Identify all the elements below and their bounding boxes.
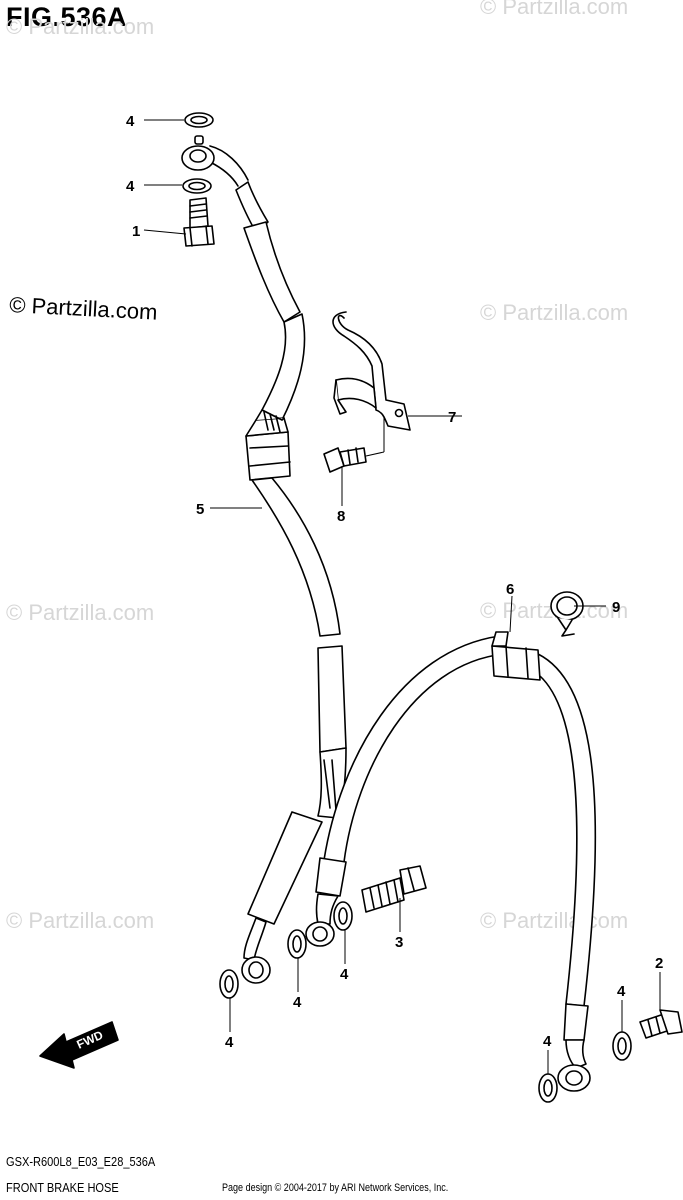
callout-4: 4: [293, 994, 302, 1011]
top-banjo-fitting: [181, 135, 215, 171]
washer-lower-4: [538, 1073, 558, 1103]
figure-title: FIG.536A: [6, 2, 128, 32]
watermark: © Partzilla.com: [480, 0, 629, 19]
top-washer-upper: [184, 112, 214, 128]
callout-3: 3: [395, 934, 403, 951]
callout-9: 9: [612, 599, 620, 616]
callout-4: 4: [126, 113, 135, 130]
lower-brake-hose: [305, 631, 597, 1092]
figure-name: FRONT BRAKE HOSE: [6, 1180, 119, 1195]
top-washer-lower: [182, 178, 212, 194]
callout-4: 4: [340, 966, 349, 983]
washer-lower-3: [333, 901, 353, 931]
watermark: © Partzilla.com: [6, 908, 155, 933]
callout-7: 7: [448, 409, 456, 426]
hose-bracket: [332, 311, 411, 431]
callout-4: 4: [225, 1034, 234, 1051]
watermark: © Partzilla.com: [6, 14, 155, 39]
callout-4: 4: [126, 178, 135, 195]
leader-lines: [143, 119, 661, 1074]
union-bolt-3: [361, 865, 427, 913]
callout-1: 1: [132, 223, 140, 240]
fwd-arrow-icon: [39, 1021, 119, 1069]
washer-lower-5: [612, 1031, 632, 1061]
callout-4: 4: [617, 983, 626, 1000]
washer-lower-2: [287, 929, 307, 959]
callout-5: 5: [196, 501, 204, 518]
callout-8: 8: [337, 508, 345, 525]
watermark: © Partzilla.com: [6, 600, 155, 625]
credit-text: Page design © 2004-2017 by ARI Network S…: [222, 1182, 449, 1194]
watermark: © Partzilla.com: [480, 908, 629, 933]
callouts: 4 4 1 5 7 8 6 9 3 4 4 4 4 4 2: [126, 113, 663, 1051]
model-code: GSX-R600L8_E03_E28_536A: [6, 1154, 156, 1169]
watermark: © Partzilla.com: [480, 300, 629, 325]
callout-2: 2: [655, 955, 663, 972]
washer-lower-1: [219, 969, 239, 999]
hose-clamp: [550, 591, 584, 637]
top-banjo-bolt: [183, 197, 215, 247]
union-bolt-2: [639, 1009, 683, 1039]
callout-4: 4: [543, 1033, 552, 1050]
bracket-bolt: [323, 447, 367, 473]
callout-6: 6: [506, 581, 514, 598]
